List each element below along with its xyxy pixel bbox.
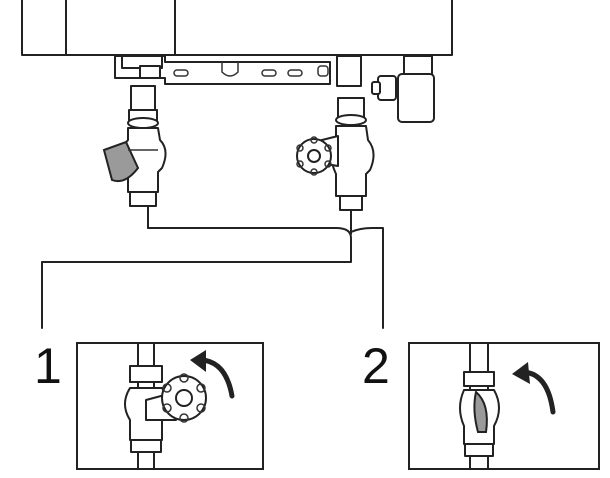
arrow-head-icon [512, 362, 530, 384]
left-lever-valve [102, 85, 167, 229]
inset-step-2 [408, 342, 600, 470]
boiler-unit [21, 0, 453, 123]
inset-step-1 [76, 342, 264, 470]
right-wheel-valve [296, 97, 375, 235]
step-number-2: 2 [362, 338, 390, 394]
leader-lines [41, 227, 384, 329]
step-number-1: 1 [34, 338, 62, 394]
arrow-head-icon [190, 350, 206, 372]
